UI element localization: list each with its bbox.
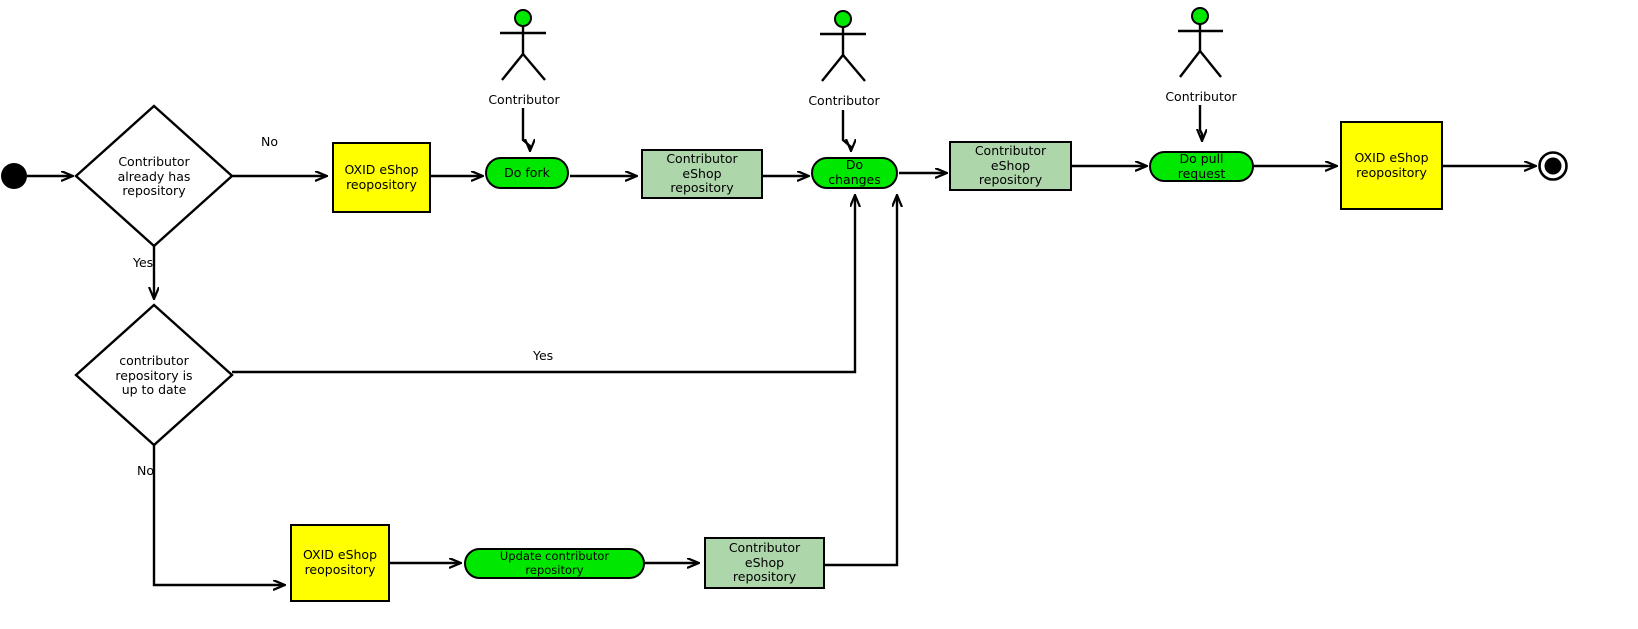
edge-label-decision2-no: No <box>137 463 154 478</box>
decision-node-1-label: Contributor already has repository <box>96 148 212 206</box>
actor-label-contributor-1: Contributor <box>488 92 560 107</box>
oxid-repo-bottom-line-1: OXID eShop <box>302 547 378 563</box>
edge-decision2-no <box>152 445 284 585</box>
decision-1-line-3: repository <box>122 183 186 199</box>
object-node-contributor-repo-3[interactable]: Contributor eShop repository <box>704 537 825 589</box>
do-pull-request-label: Do pull request <box>1177 150 1226 181</box>
contrib-repo-3-line-2: repository <box>732 569 797 585</box>
decision-1-line-2: already has <box>117 168 191 184</box>
contrib-repo-1-line-2: repository <box>670 180 734 196</box>
actor-icon-contributor-2 <box>820 10 866 82</box>
oxid-repo-end-line-2: reopository <box>1356 164 1427 180</box>
action-node-do-changes[interactable]: Do changes <box>811 157 898 189</box>
oxid-repo-bottom-line-2: reopository <box>304 562 376 577</box>
object-node-contributor-repo-2[interactable]: Contributor eShop repository <box>949 141 1072 191</box>
do-fork-label: Do fork <box>504 164 550 180</box>
edge-label-decision2-yes: Yes <box>533 348 554 363</box>
oxid-repo-end-line-1: OXID eShop <box>1354 149 1429 165</box>
actor-icon-contributor-3 <box>1178 7 1223 78</box>
object-node-oxid-repo-bottom[interactable]: OXID eShop reopository <box>290 524 390 602</box>
object-node-oxid-repo-end[interactable]: OXID eShop reopository <box>1340 121 1443 210</box>
decision-2-line-3: up to date <box>121 382 187 398</box>
decision-1-line-1: Contributor <box>118 153 190 169</box>
contrib-repo-3-line-1: Contributor eShop <box>728 539 801 570</box>
edge-actor-2-to-do-changes <box>841 110 851 150</box>
initial-node <box>1 163 27 189</box>
object-node-contributor-repo-1[interactable]: Contributor eShop repository <box>641 149 763 199</box>
do-changes-label: Do changes <box>828 157 881 187</box>
oxid-repo-top-line-1: OXID eShop <box>344 161 419 177</box>
edge-label-decision1-no: No <box>261 134 278 149</box>
decision-node-2-label: contributor repository is up to date <box>96 347 212 405</box>
action-node-do-pull-request[interactable]: Do pull request <box>1149 151 1254 182</box>
object-node-oxid-repo-top[interactable]: OXID eShop reopository <box>332 142 431 213</box>
actor-label-contributor-3: Contributor <box>1165 89 1237 104</box>
actor-icon-contributor-1 <box>500 9 546 81</box>
contrib-repo-2-line-1: Contributor eShop <box>974 142 1047 173</box>
contrib-repo-2-line-2: repository <box>978 172 1043 188</box>
edge-label-decision1-yes: Yes <box>133 255 154 270</box>
oxid-repo-top-line-2: reopository <box>346 176 417 192</box>
action-node-do-fork[interactable]: Do fork <box>485 157 569 189</box>
decision-2-line-1: contributor <box>119 352 189 368</box>
edge-decision2-yes-to-do-changes <box>232 196 855 374</box>
decision-2-line-2: repository is <box>115 367 193 383</box>
edge-contrib-repo-3-to-do-changes <box>825 196 897 567</box>
actor-label-contributor-2: Contributor <box>808 93 880 108</box>
update-contributor-repository-label: Update contributor repository <box>499 548 610 577</box>
contrib-repo-1-line-1: Contributor eShop <box>666 150 738 181</box>
final-node-core <box>1544 157 1562 175</box>
edge-actor-3-to-do-pull-request <box>1200 105 1202 140</box>
action-node-update-contributor-repository[interactable]: Update contributor repository <box>464 548 645 579</box>
edge-actor-1-to-do-fork <box>521 108 530 150</box>
